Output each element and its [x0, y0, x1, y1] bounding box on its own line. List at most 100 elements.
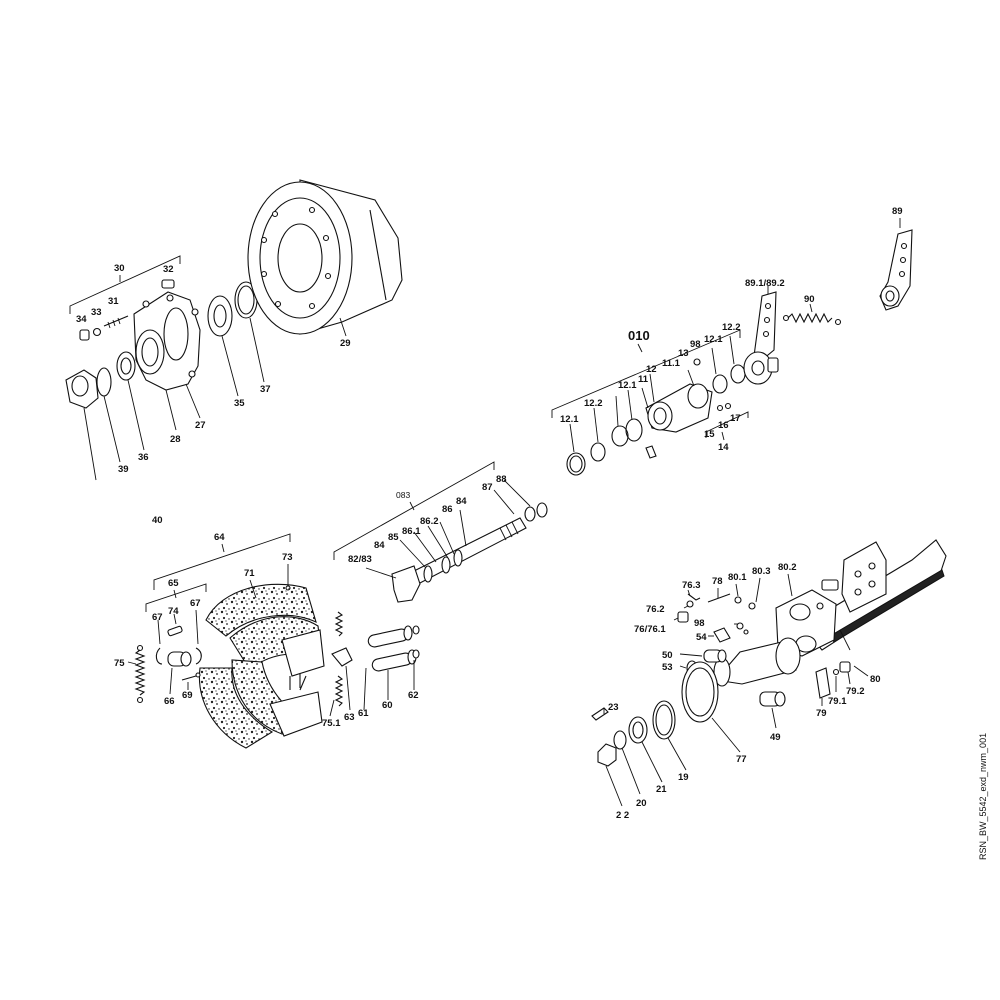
callout-85: 85 [388, 532, 399, 543]
callout-86-2: 86.2 [420, 516, 439, 527]
callout-75: 75 [114, 658, 125, 669]
brake-lever-part [879, 229, 913, 311]
callout-12-1-top: 12.1 [704, 334, 723, 345]
bolt-part [645, 445, 657, 459]
o-ring-part [96, 367, 112, 397]
callout-27: 27 [195, 420, 206, 431]
camshaft-bearing-assembly [551, 218, 913, 476]
callout-labels: 30 32 31 33 34 29 35 37 27 28 36 39 89 8… [76, 206, 903, 821]
callout-76-76-1: 76/76.1 [634, 624, 666, 635]
bearing-outer-part [207, 295, 233, 337]
cam-bracket-part [645, 383, 713, 433]
callout-29: 29 [340, 338, 351, 349]
callout-78: 78 [712, 576, 723, 587]
hub-assembly [65, 179, 403, 481]
callout-79-1: 79.1 [828, 696, 847, 707]
brake-drum-part [247, 179, 403, 335]
callout-86-1: 86.1 [402, 526, 421, 537]
callout-67-left: 67 [152, 612, 163, 623]
grease-nipple-part [693, 358, 701, 366]
callout-80-3: 80.3 [752, 566, 771, 577]
anchor-pin-part [367, 628, 409, 648]
callout-84-top: 84 [456, 496, 467, 507]
callout-98-bottom: 98 [694, 618, 705, 629]
callout-11-1: 11.1 [662, 358, 681, 369]
callout-12-2-top: 12.2 [722, 322, 741, 333]
axle-assembly [591, 539, 947, 807]
callout-98-top: 98 [690, 339, 701, 350]
callout-083: 083 [396, 490, 410, 500]
bearing-race-part [628, 716, 648, 744]
clip-part [195, 647, 202, 665]
callout-22: 2 2 [616, 810, 629, 821]
callout-34: 34 [76, 314, 87, 325]
s-cam-head [391, 565, 421, 603]
callout-12-1-left: 12.1 [560, 414, 579, 425]
cotter-pin-part [591, 707, 609, 721]
brake-shoe-assembly [127, 533, 420, 749]
callout-15: 15 [704, 429, 715, 440]
callout-74: 74 [168, 606, 179, 617]
callout-30: 30 [114, 263, 125, 274]
callout-40: 40 [152, 515, 163, 526]
callout-11: 11 [638, 374, 649, 385]
callout-28: 28 [170, 434, 181, 445]
callout-12: 12 [646, 364, 657, 375]
seal-ring-part [652, 700, 676, 740]
brake-shoe-upper-part [205, 583, 325, 690]
callout-12-1-mid: 12.1 [618, 380, 637, 391]
callout-53: 53 [662, 662, 673, 673]
callout-63: 63 [344, 712, 355, 723]
callout-67-right: 67 [190, 598, 201, 609]
callout-79: 79 [816, 708, 827, 719]
callout-89-1: 89.1/89.2 [745, 278, 785, 289]
callout-80-2: 80.2 [778, 562, 797, 573]
callout-76-2: 76.2 [646, 604, 665, 615]
callout-20: 20 [636, 798, 647, 809]
callout-39: 39 [118, 464, 129, 475]
callout-76-3: 76.3 [682, 580, 701, 591]
nut-part [79, 329, 90, 341]
callout-61: 61 [358, 708, 369, 719]
callout-23: 23 [608, 702, 619, 713]
callout-36: 36 [138, 452, 149, 463]
callout-77: 77 [736, 754, 747, 765]
callout-80: 80 [870, 674, 881, 685]
callout-14: 14 [718, 442, 729, 453]
washer-part [92, 327, 102, 337]
slack-adjuster-part [743, 291, 779, 385]
spring-part [334, 611, 344, 637]
callout-87: 87 [482, 482, 493, 493]
dust-cover-part [681, 661, 719, 723]
callout-90: 90 [804, 294, 815, 305]
callout-49: 49 [770, 732, 781, 743]
o-ring-part [613, 730, 627, 750]
spring-part [334, 675, 344, 707]
callout-64: 64 [214, 532, 225, 543]
return-spring-part [134, 644, 146, 704]
callout-21: 21 [656, 784, 667, 795]
clip-part [155, 647, 163, 665]
bush-part [566, 452, 586, 476]
callout-010: 010 [628, 328, 650, 343]
wheel-hub-part [133, 279, 201, 391]
callout-88: 88 [496, 474, 507, 485]
bearing-inner-part [116, 351, 136, 381]
callout-86: 86 [442, 504, 453, 515]
bolt-part [677, 611, 689, 623]
bush-part [611, 425, 629, 447]
callout-60: 60 [382, 700, 393, 711]
callout-79-2: 79.2 [846, 686, 865, 697]
callout-65: 65 [168, 578, 179, 589]
pin-part [167, 625, 183, 637]
callout-19: 19 [678, 772, 689, 783]
callout-32: 32 [163, 264, 174, 275]
camshaft-assembly [333, 461, 548, 603]
callout-62: 62 [408, 690, 419, 701]
drawing-reference-code: RSN_BW_5542_exd_nwm_001 [978, 732, 988, 860]
bracket-part [815, 667, 831, 699]
callout-82-83: 82/83 [348, 554, 372, 565]
callout-89: 89 [892, 206, 903, 217]
